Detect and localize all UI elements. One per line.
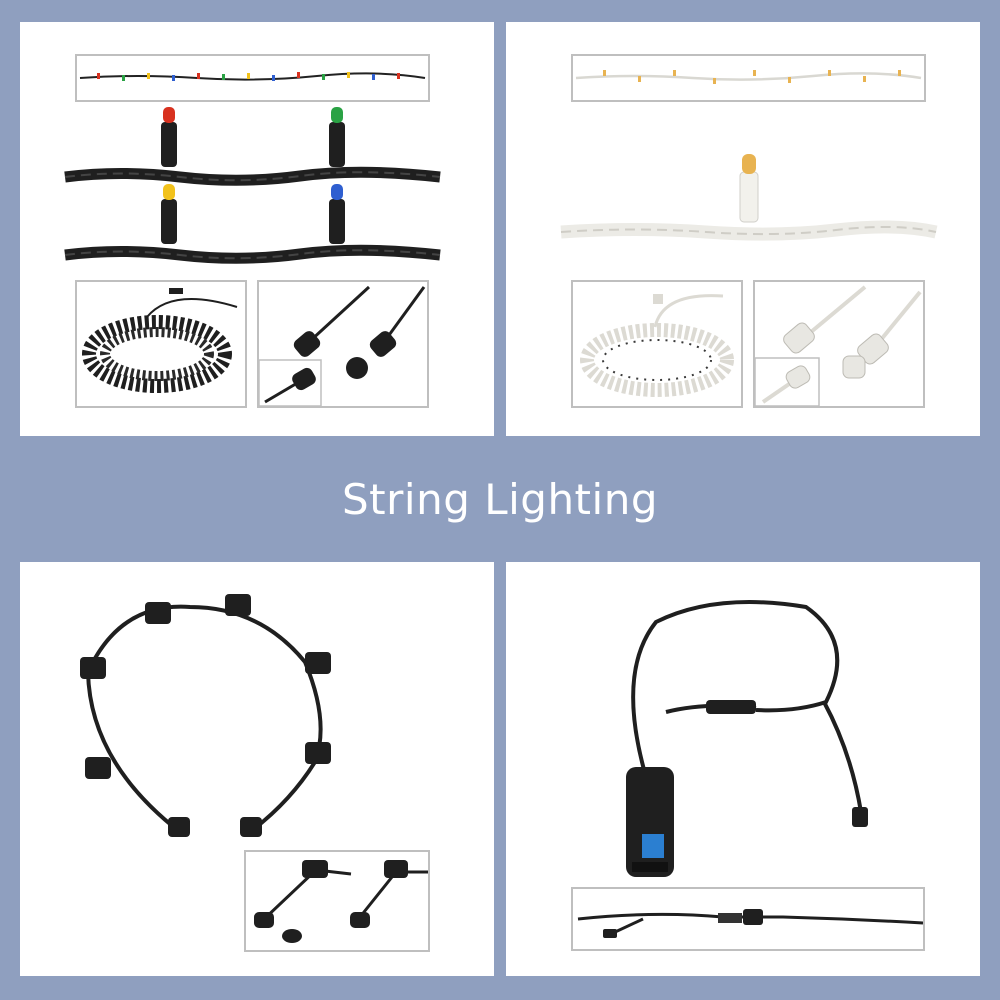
- connector-icon: [755, 285, 922, 406]
- product-panel-white-string: [506, 22, 980, 436]
- connector-icon: [259, 285, 426, 406]
- lead-inset: [571, 887, 925, 951]
- t-connector-icon: [254, 860, 428, 943]
- end-cap-icon: [346, 357, 368, 379]
- bulb-closeup-icon: [560, 154, 938, 241]
- banner-title: String Lighting: [342, 474, 658, 524]
- inline-transformer-icon: [706, 700, 756, 714]
- light-string-icon: [575, 70, 922, 84]
- coiled-string-icon: [580, 294, 734, 397]
- coiled-string-icon: [82, 288, 238, 393]
- end-cap-icon: [842, 355, 866, 379]
- splitter-icon: [80, 594, 331, 837]
- coiled-string-inset: [571, 280, 743, 408]
- bulb-closeup-icon: [64, 107, 441, 264]
- light-string-strip: [571, 54, 926, 102]
- end-cap-icon: [282, 929, 302, 943]
- lead-icon: [577, 909, 923, 938]
- industrial-plug-icon: [626, 600, 868, 877]
- light-string-icon: [79, 72, 426, 81]
- connector-inset: [257, 280, 429, 408]
- coiled-string-inset: [75, 280, 247, 408]
- product-panel-black-string: [20, 22, 494, 436]
- product-panel-splitter: [20, 562, 494, 976]
- connector-inset: [753, 280, 925, 408]
- light-string-strip: [75, 54, 430, 102]
- title-banner: String Lighting: [0, 438, 1000, 560]
- product-panel-power-lead: [506, 562, 980, 976]
- t-connector-inset: [244, 850, 430, 952]
